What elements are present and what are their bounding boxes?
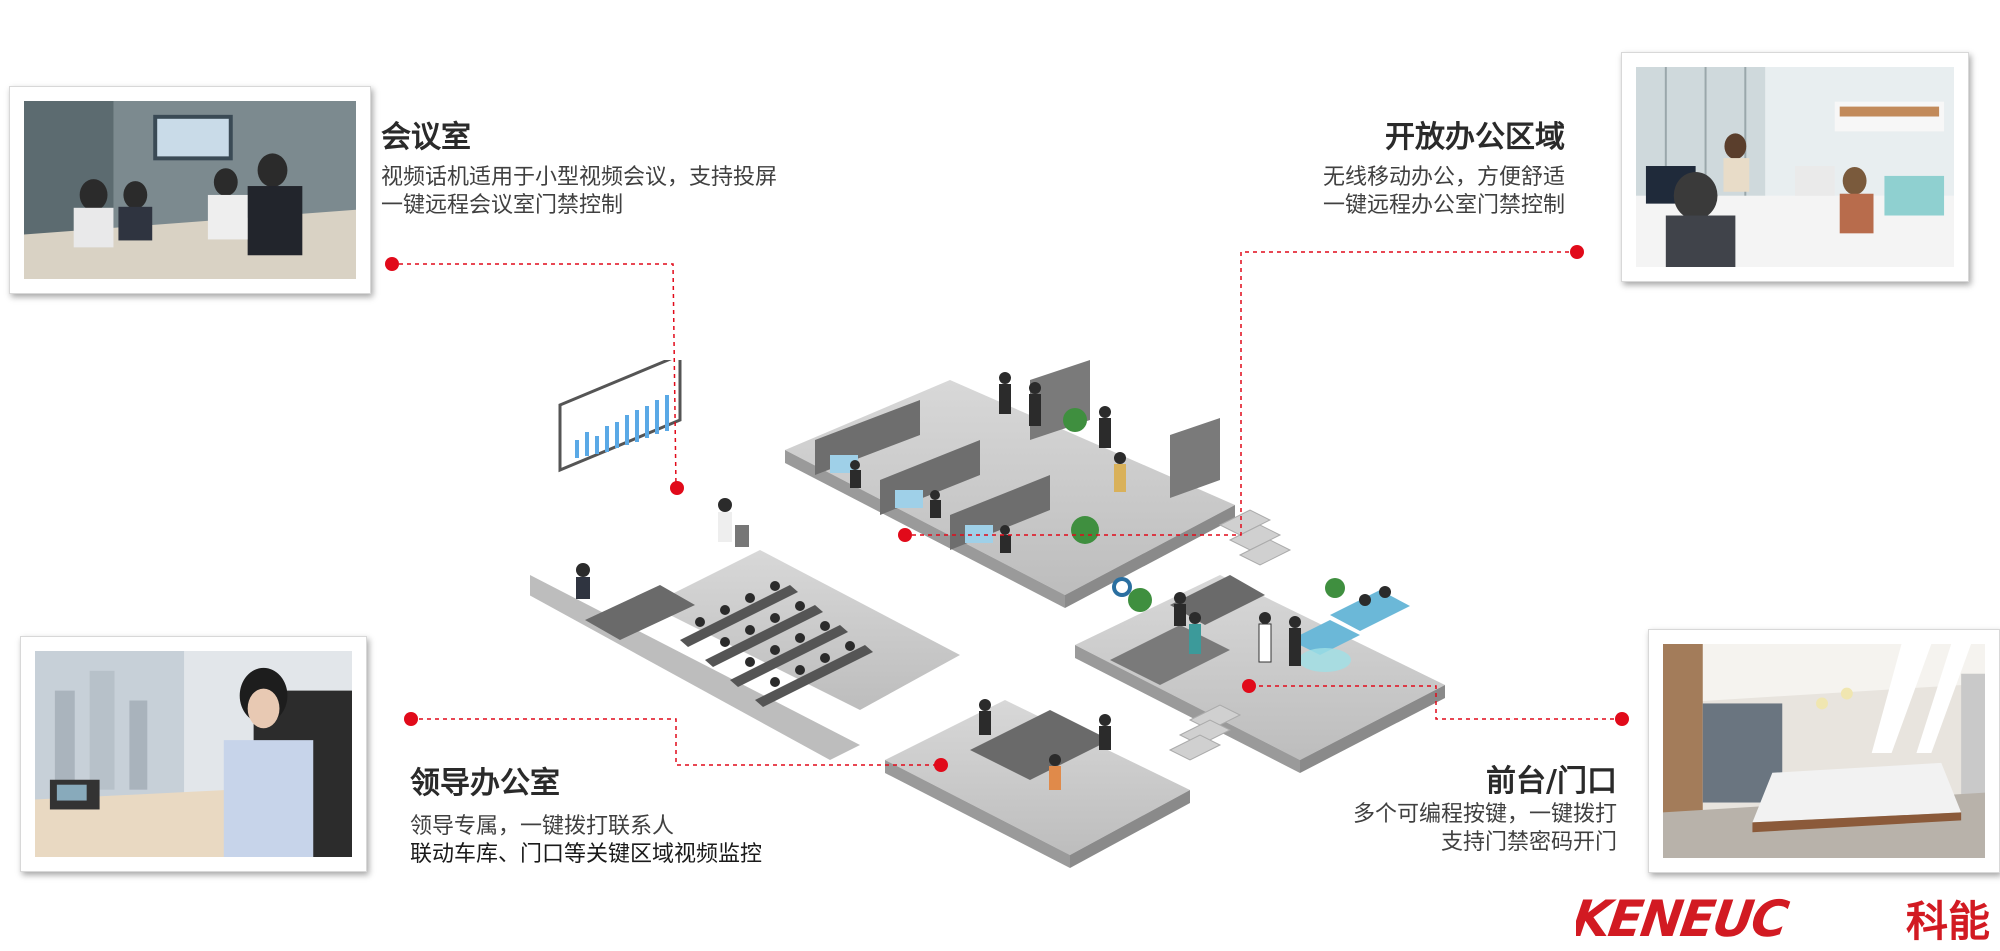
leader-office-photo <box>20 636 367 872</box>
open-office-photo <box>1621 52 1969 282</box>
logo-cn-text: 科能 <box>1906 897 1990 944</box>
meeting-room-board-dot <box>670 481 684 495</box>
front-desk-marker-dot <box>1615 712 1629 726</box>
meeting-room-title: 会议室 <box>381 120 471 155</box>
front-desk-lobby-dot <box>1242 679 1256 693</box>
leader-office-title: 领导办公室 <box>410 766 560 801</box>
leader-office-desc-1: 领导专属，一键拨打联系人 <box>410 814 675 839</box>
open-office-title: 开放办公区域 <box>1385 120 1565 155</box>
open-office-desc-1: 无线移动办公，方便舒适 <box>1322 165 1565 190</box>
front-desk-desc-2: 支持门禁密码开门 <box>1440 830 1617 855</box>
logo-brand-text: KENEUC <box>1576 892 1793 944</box>
open-office-marker-dot <box>1570 245 1584 259</box>
meeting-room-desc-1: 视频话机适用于小型视频会议，支持投屏 <box>381 165 778 190</box>
meeting-room-desc-2: 一键远程会议室门禁控制 <box>381 193 624 218</box>
open-office-desk-dot <box>898 528 912 542</box>
front-desk-desc-1: 多个可编程按键，一键拨打 <box>1352 802 1617 827</box>
meeting-room-marker-dot <box>385 257 399 271</box>
keneuc-logo: KENEUC 科能 <box>1576 892 1990 944</box>
leader-office-desk-dot <box>934 758 948 772</box>
front-desk-title: 前台/门口 <box>1486 764 1617 799</box>
front-desk-photo <box>1648 629 2000 873</box>
meeting-room-photo <box>9 86 371 294</box>
open-office-desc-2: 一键远程办公室门禁控制 <box>1322 193 1565 218</box>
leader-office-marker-dot <box>404 712 418 726</box>
office-floorplan-illustration <box>530 360 1445 868</box>
leader-office-desc-2: 联动车库、门口等关键区域视频监控 <box>410 842 763 867</box>
